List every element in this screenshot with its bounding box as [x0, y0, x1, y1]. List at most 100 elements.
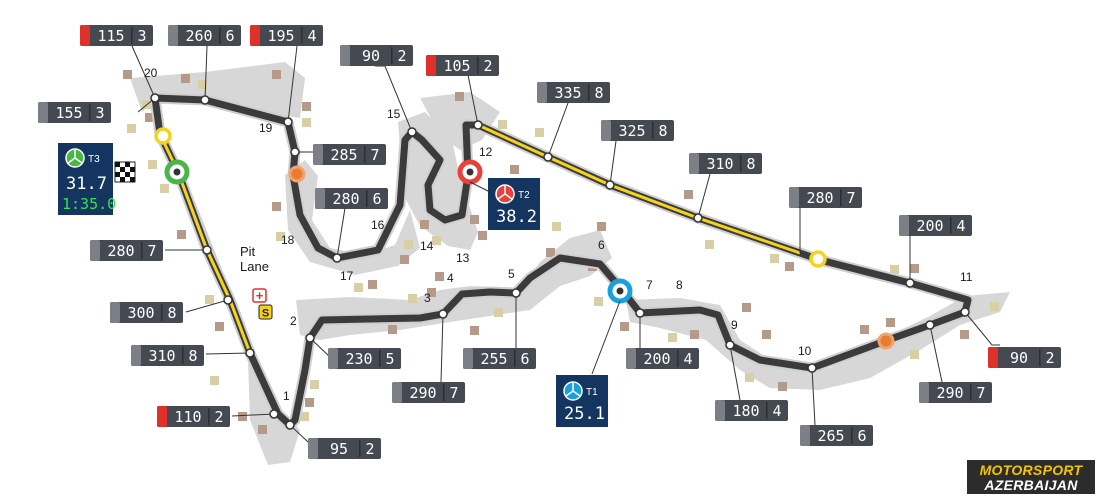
gravel-dot [668, 333, 677, 342]
turn-number: 2 [290, 314, 297, 328]
label-tab [315, 188, 325, 209]
braking-indicator [80, 25, 90, 46]
turn-number: 3 [424, 291, 431, 305]
turn-number: 12 [479, 145, 493, 159]
label-panel [90, 240, 163, 261]
speed-value: 280 [107, 242, 134, 260]
sector-logo-icon [563, 381, 583, 401]
gear-value: 8 [167, 304, 176, 322]
braking-indicator [426, 55, 436, 76]
gravel-dot [510, 165, 519, 174]
drs-detection-point [809, 250, 827, 268]
gravel-dot [404, 240, 413, 249]
sector2-time: 38.2 [496, 207, 537, 227]
gravel-dot [305, 398, 314, 407]
corner-node [269, 409, 279, 419]
label-divider [840, 189, 842, 206]
gear-value: 4 [307, 27, 316, 45]
marker-core [466, 168, 474, 176]
gear-value: 8 [188, 347, 197, 365]
gravel-dot [432, 236, 441, 245]
pit-lane-label-line1: Pit [240, 244, 256, 259]
label-divider [366, 190, 368, 207]
label-divider [970, 384, 972, 401]
speed-value: 95 [330, 440, 348, 458]
gravel-dot [148, 160, 157, 169]
medical-symbol: + [256, 288, 264, 303]
corner-node [223, 295, 233, 305]
speed-value: 115 [97, 27, 124, 45]
leader-line [469, 181, 491, 193]
gravel-dot [745, 373, 754, 382]
speed-value: 310 [706, 155, 733, 173]
label-panel [919, 382, 992, 403]
turn-number: 8 [676, 278, 683, 292]
gravel-dot [910, 264, 919, 273]
corner-node [511, 288, 521, 298]
gravel-dot [435, 272, 444, 281]
gear-value: 6 [857, 427, 866, 445]
gravel-dot [272, 70, 281, 79]
gravel-dot [160, 184, 169, 193]
sector3-name: T3 [88, 154, 100, 165]
gravel-dot [272, 202, 281, 211]
label-tab [601, 120, 611, 141]
leader-line [336, 207, 346, 259]
gravel-dot [470, 215, 479, 224]
gravel-dot [705, 240, 714, 249]
label-tab [110, 302, 120, 323]
gear-value: 2 [365, 440, 374, 458]
label-panel [168, 25, 241, 46]
speed-gear-label: 265 6 [800, 425, 873, 446]
turn-number: 15 [387, 107, 401, 121]
label-panel [899, 215, 972, 236]
sector1-name: T1 [586, 387, 598, 398]
leader-line [964, 311, 1000, 346]
gravel-dot [990, 302, 999, 311]
label-tab [392, 382, 402, 403]
leader-line [811, 367, 816, 426]
lap-time: 1:35.0 [62, 195, 116, 213]
label-divider [740, 155, 742, 172]
corner-node [905, 278, 915, 288]
label-divider [359, 440, 361, 457]
label-panel [250, 25, 323, 46]
corner-node [290, 147, 300, 157]
gear-value: 3 [137, 27, 146, 45]
speed-value: 195 [267, 27, 294, 45]
runoff-t12 [420, 92, 500, 150]
gear-value: 7 [449, 384, 458, 402]
leader-line [697, 173, 711, 219]
gravel-dot [388, 325, 397, 334]
gravel-dot [478, 231, 487, 240]
gear-value: 2 [1045, 349, 1054, 367]
leader-line [929, 324, 943, 383]
gear-value: 7 [370, 146, 379, 164]
label-divider [514, 350, 516, 367]
label-tab [328, 348, 338, 369]
label-panel [789, 187, 862, 208]
speed-value: 265 [817, 427, 844, 445]
label-tab [131, 345, 141, 366]
gravel-dot [258, 425, 267, 434]
speed-value: 110 [174, 408, 201, 426]
sector3-time: 31.7 [66, 174, 107, 194]
gravel-dot [300, 412, 309, 421]
gear-value: 2 [397, 47, 406, 65]
gravel-dot [368, 280, 377, 289]
label-tab [308, 438, 318, 459]
label-divider [219, 27, 221, 44]
marker-core [173, 168, 181, 176]
gear-value: 6 [372, 190, 381, 208]
